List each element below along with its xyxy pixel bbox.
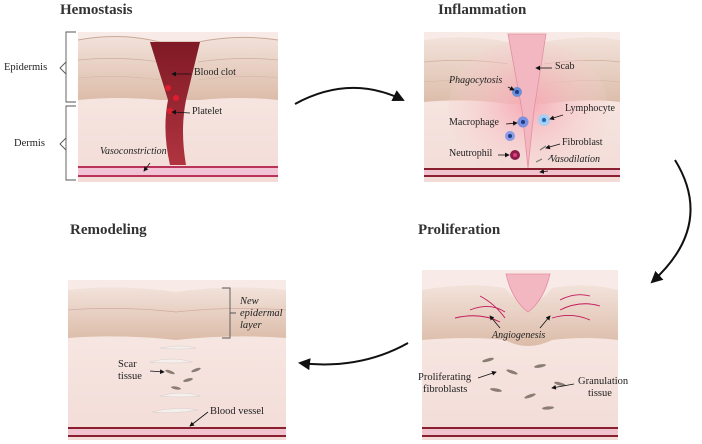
label-blood-vessel: Blood vessel <box>210 406 264 417</box>
layer-brackets <box>59 31 76 181</box>
title-hemostasis: Hemostasis <box>60 2 133 18</box>
stage-arrows <box>294 86 692 371</box>
label-granulation-line2: tissue <box>588 388 612 399</box>
inflammation-panel <box>423 32 621 182</box>
label-macrophage: Macrophage <box>449 117 499 128</box>
label-phagocytosis: Phagocytosis <box>449 75 503 86</box>
title-inflammation: Inflammation <box>438 2 527 18</box>
label-scar-line2: tissue <box>118 371 142 382</box>
label-new-epidermal-line1: New <box>240 296 259 307</box>
label-scab: Scab <box>555 61 575 72</box>
label-vasodilation: Vasodilation <box>550 154 601 165</box>
title-proliferation: Proliferation <box>418 222 501 238</box>
proliferation-panel <box>422 270 618 440</box>
label-platelet: Platelet <box>192 106 222 117</box>
platelet-dot <box>165 85 171 91</box>
label-lymphocyte: Lymphocyte <box>565 103 615 114</box>
label-angiogenesis: Angiogenesis <box>492 330 546 341</box>
scab-shape-2 <box>505 273 551 313</box>
title-remodeling: Remodeling <box>70 222 147 238</box>
label-granulation-line1: Granulation <box>578 376 629 387</box>
label-dermis: Dermis <box>14 138 45 149</box>
label-blood-clot: Blood clot <box>194 67 236 78</box>
label-neutrophil: Neutrophil <box>449 148 493 159</box>
label-proliferating-line2: fibroblasts <box>423 384 468 395</box>
label-scar-line1: Scar <box>118 359 137 370</box>
hemostasis-panel <box>77 32 279 182</box>
label-new-epidermal-line2: epidermal <box>240 308 283 319</box>
remodeling-panel <box>67 280 287 440</box>
label-new-epidermal-line3: layer <box>240 320 262 331</box>
label-proliferating-line1: Proliferating <box>418 372 472 383</box>
label-epidermis: Epidermis <box>4 62 48 73</box>
blood-clot-shape <box>150 42 200 165</box>
label-fibroblast: Fibroblast <box>562 137 603 148</box>
label-vasoconstriction: Vasoconstriction <box>100 146 167 157</box>
